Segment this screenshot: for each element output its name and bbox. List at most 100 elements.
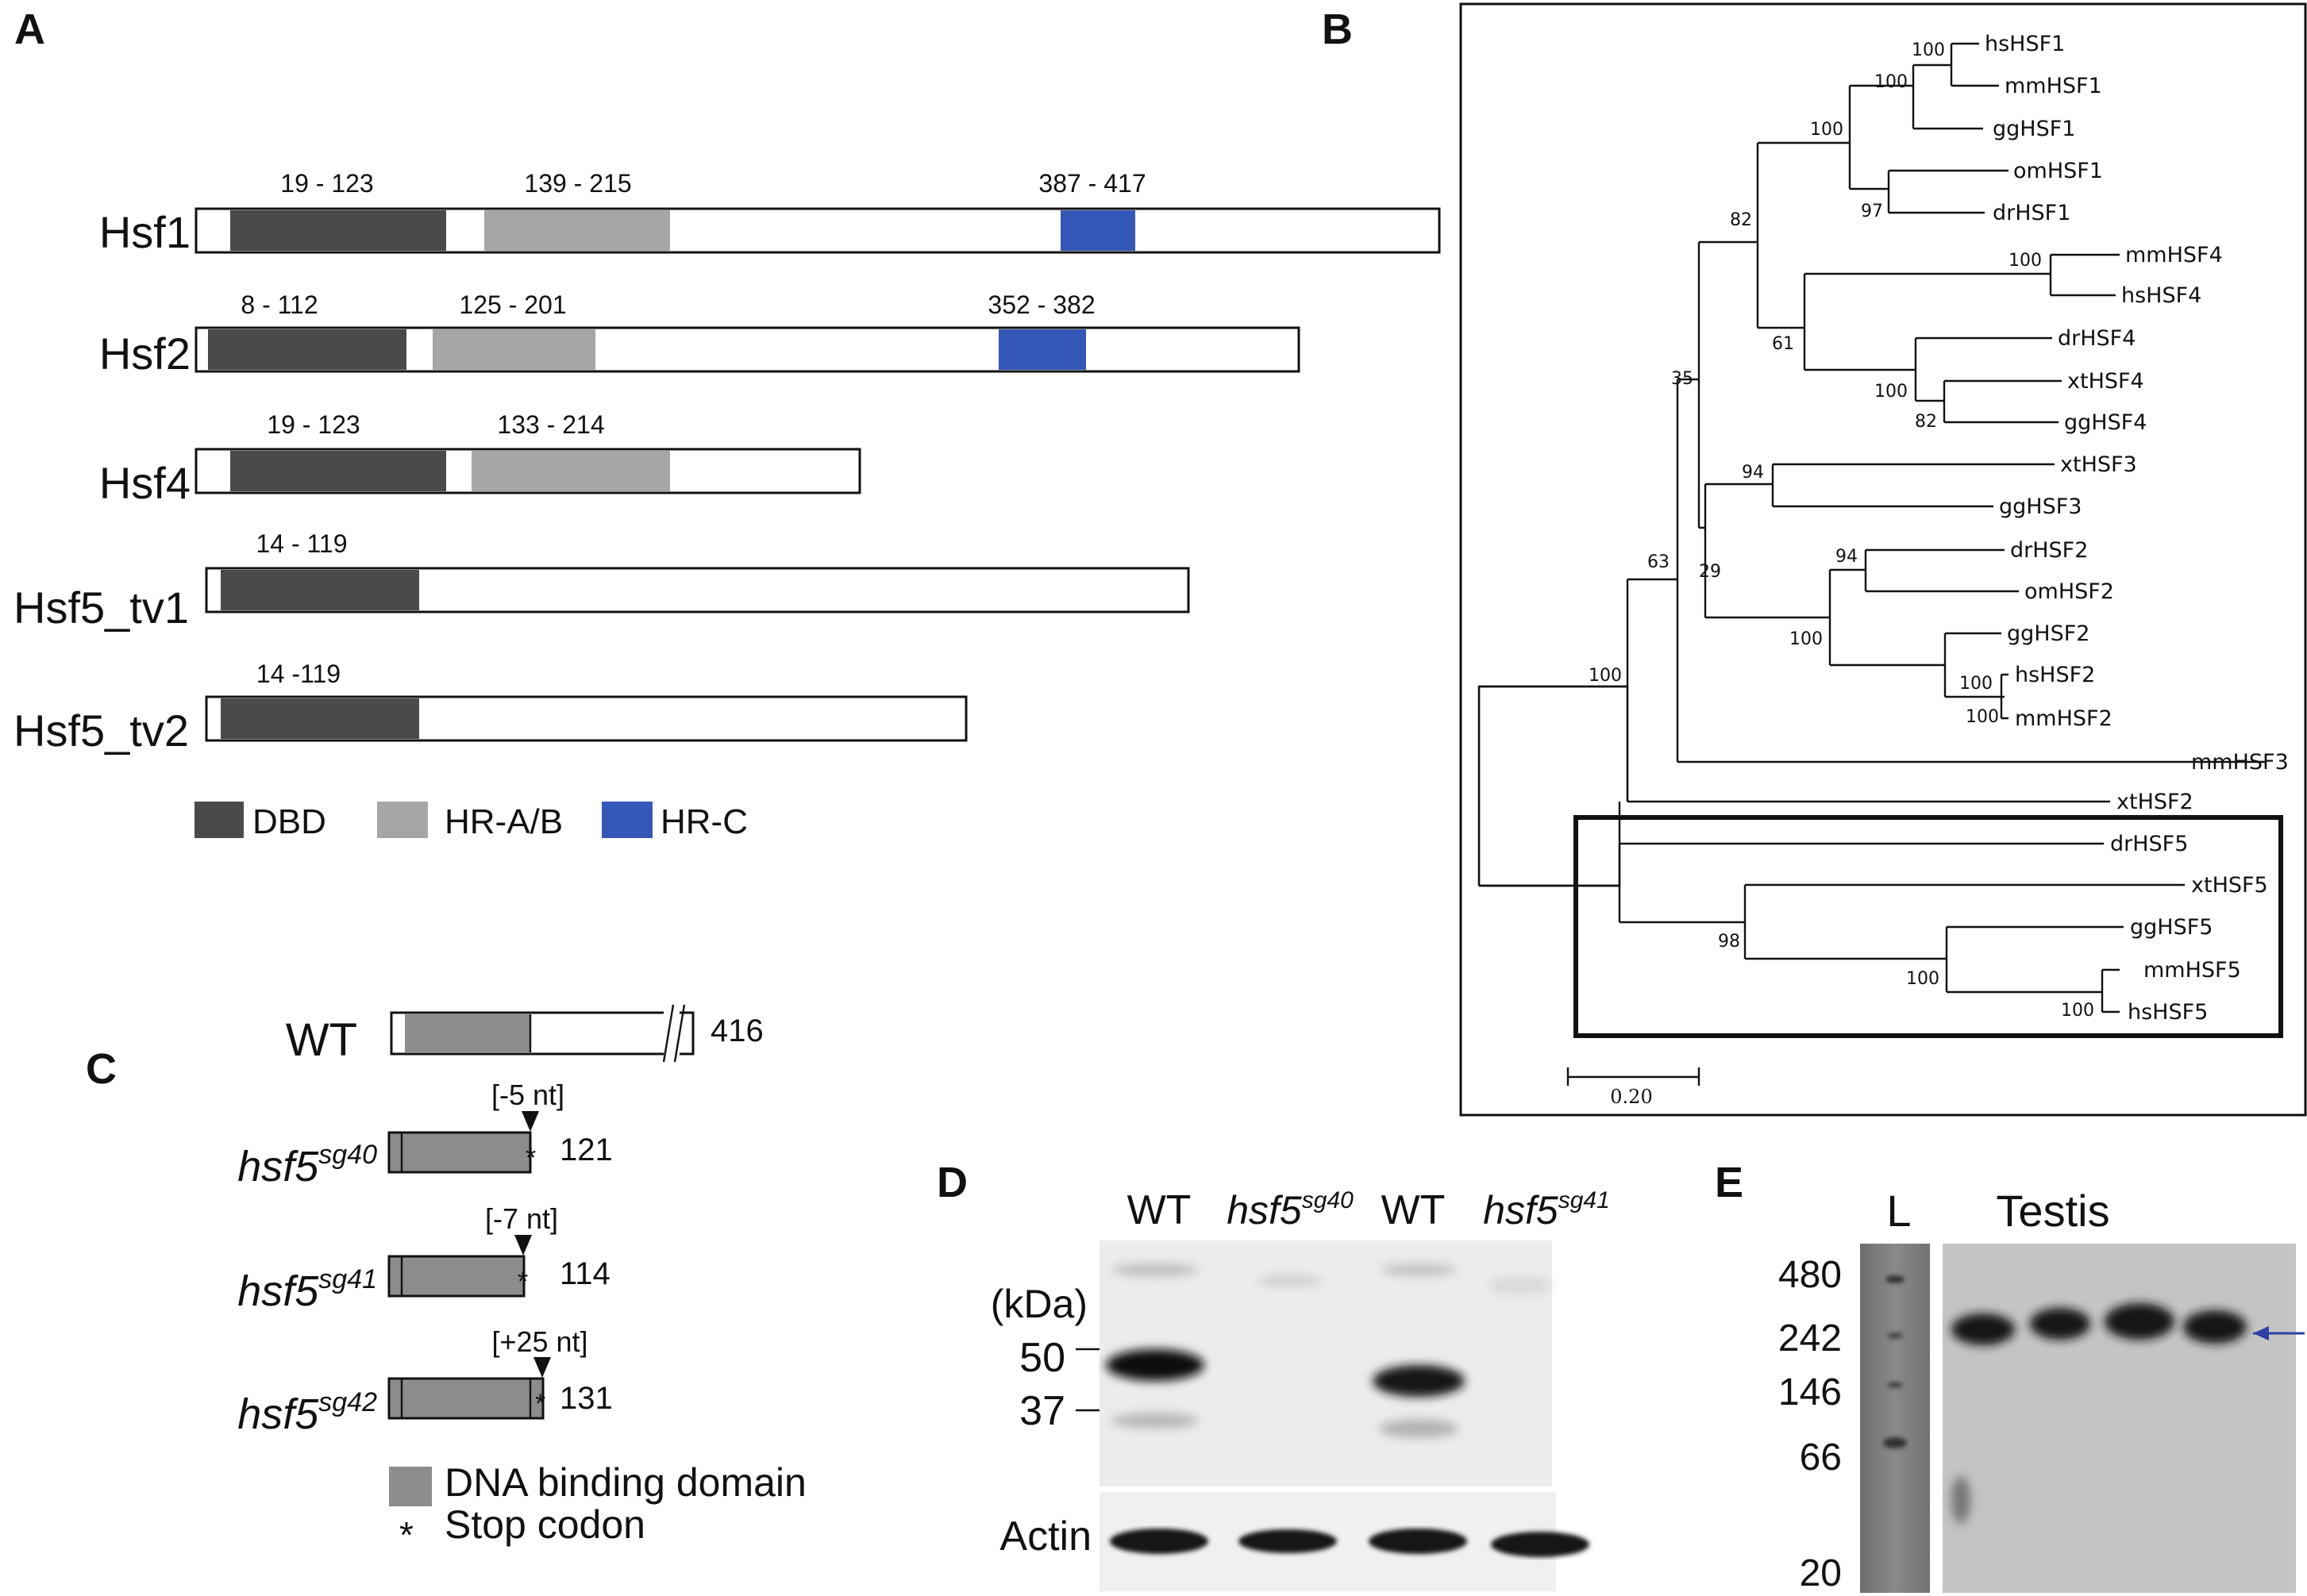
leaf-label: xtHSF5 xyxy=(2191,873,2268,898)
protein-name: Hsf5_tv2 xyxy=(13,706,189,756)
domain-range: 352 - 382 xyxy=(988,290,1095,319)
dbd-domain xyxy=(230,210,446,251)
bootstrap-value: 100 xyxy=(1959,674,1993,694)
domain-range: 14 - 119 xyxy=(256,529,347,558)
construct-bar xyxy=(387,1377,545,1420)
legend-label-hr-c: HR-C xyxy=(661,802,748,841)
bootstrap-value: 94 xyxy=(1742,463,1764,483)
bootstrap-value: 100 xyxy=(1810,120,1843,140)
protein-hsf4: Hsf4 19 - 123 133 - 214 xyxy=(99,410,861,508)
bootstrap-values: 100 100 100 97 82 100 61 100 82 35 94 94… xyxy=(1589,40,2094,1021)
construct-length: 121 xyxy=(560,1133,613,1167)
construct-wt: WT 416 xyxy=(286,1004,764,1066)
leaf-label: drHSF5 xyxy=(2110,832,2188,856)
construct-label: WT xyxy=(286,1014,357,1066)
panel-label-c: C xyxy=(86,1045,117,1093)
leaf-label: mmHSF3 xyxy=(2191,750,2289,775)
leaf-label: hsHSF4 xyxy=(2121,283,2201,308)
tree-leaves: hsHSF1 mmHSF1 ggHSF1 omHSF1 drHSF1 mmHSF… xyxy=(1985,32,2289,1025)
panel-c: WT 416 hsf5sg40 [-5 nt] * 121 hsf5sg41 [… xyxy=(237,1004,807,1556)
panel-b: hsHSF1 mmHSF1 ggHSF1 omHSF1 drHSF1 mmHSF… xyxy=(1459,2,2307,1117)
bootstrap-value: 98 xyxy=(1718,932,1740,952)
bootstrap-value: 100 xyxy=(1789,629,1823,649)
marker-50: 50 xyxy=(1019,1335,1065,1381)
bootstrap-value: 100 xyxy=(1966,707,1999,727)
scale-bar: 0.20 xyxy=(1566,1067,1700,1108)
bootstrap-value: 35 xyxy=(1671,369,1693,389)
bootstrap-value: 100 xyxy=(2009,251,2042,271)
leaf-label: mmHSF5 xyxy=(2143,958,2241,983)
legend-label-hr-ab: HR-A/B xyxy=(445,802,563,841)
panel-label-e: E xyxy=(1715,1159,1743,1206)
domain-range: 19 - 123 xyxy=(280,169,373,198)
tree-branches xyxy=(1477,42,2267,1013)
bootstrap-value: 63 xyxy=(1647,552,1670,572)
panel-d: WT hsf5sg40 WT hsf5sg41 (kDa) 50 37 Acti… xyxy=(991,1187,1610,1591)
protein-name: Hsf2 xyxy=(99,329,191,379)
protein-hsf1: Hsf1 19 - 123 139 - 215 387 - 417 xyxy=(99,169,1441,257)
construct-hsf5-sg42: hsf5sg42 [+25 nt] * 131 xyxy=(237,1325,613,1438)
marker-20: 20 xyxy=(1800,1552,1842,1594)
hsf5-clade-box xyxy=(1573,815,2283,1038)
protein-name: Hsf4 xyxy=(99,458,191,508)
panel-a: Hsf1 19 - 123 139 - 215 387 - 417 Hsf2 8… xyxy=(13,169,1441,841)
leaf-label: omHSF1 xyxy=(2013,159,2103,183)
stop-codon-mark: * xyxy=(526,1143,536,1173)
bootstrap-value: 100 xyxy=(1912,40,1945,60)
protein-hsf5-tv1: Hsf5_tv1 14 - 119 xyxy=(13,529,1190,633)
leaf-label: ggHSF5 xyxy=(2130,915,2213,940)
construct-label: hsf5sg42 xyxy=(237,1387,377,1438)
hr-c-domain xyxy=(999,329,1086,370)
legend-a: DBD HR-A/B HR-C xyxy=(194,802,748,841)
bootstrap-value: 61 xyxy=(1772,334,1794,354)
dna-binding-domain xyxy=(405,1014,530,1052)
construct-bar xyxy=(387,1255,526,1298)
stop-codon-mark: * xyxy=(535,1389,545,1419)
leaf-label: hsHSF2 xyxy=(2015,663,2095,687)
marker-66: 66 xyxy=(1800,1436,1842,1479)
mutation-label: [+25 nt] xyxy=(491,1325,587,1358)
bootstrap-value: 100 xyxy=(1874,72,1908,92)
leaf-label: xtHSF2 xyxy=(2116,790,2193,814)
leaf-label: ggHSF4 xyxy=(2064,410,2147,435)
legend-swatch-dbd xyxy=(194,802,244,838)
construct-label: hsf5sg40 xyxy=(237,1140,377,1190)
domain-range: 125 - 201 xyxy=(459,290,566,319)
leaf-label: mmHSF1 xyxy=(2005,74,2102,98)
bootstrap-value: 100 xyxy=(1906,969,1939,989)
leaf-label: drHSF2 xyxy=(2010,538,2088,563)
lane-label: hsf5sg41 xyxy=(1483,1187,1610,1233)
dbd-domain xyxy=(208,329,406,370)
domain-range: 8 - 112 xyxy=(241,290,318,319)
legend-swatch-hr-ab xyxy=(377,802,428,838)
marker-37: 37 xyxy=(1019,1388,1065,1434)
construct-bar xyxy=(387,1131,532,1174)
dbd-domain xyxy=(221,698,419,739)
sample-label: Testis xyxy=(1996,1186,2109,1236)
scale-bar-label: 0.20 xyxy=(1610,1086,1652,1108)
mutation-label: [-5 nt] xyxy=(491,1079,564,1111)
leaf-label: xtHSF3 xyxy=(2060,452,2137,477)
leaf-label: ggHSF1 xyxy=(1993,117,2075,141)
lane-label: WT xyxy=(1127,1187,1192,1233)
legend-swatch-dna-binding-domain xyxy=(389,1467,432,1506)
panel-label-d: D xyxy=(937,1159,968,1206)
mutation-arrowhead xyxy=(533,1357,551,1378)
leaf-label: omHSF2 xyxy=(2024,579,2114,604)
legend-star: * xyxy=(399,1514,414,1556)
bootstrap-value: 100 xyxy=(1874,382,1908,402)
hr-ab-domain xyxy=(484,210,670,251)
ladder-label: L xyxy=(1886,1186,1911,1236)
construct-hsf5-sg40: hsf5sg40 [-5 nt] * 121 xyxy=(237,1079,613,1190)
protein-name: Hsf5_tv1 xyxy=(13,583,189,633)
mutation-arrowhead xyxy=(522,1111,539,1132)
bootstrap-value: 82 xyxy=(1915,412,1937,432)
actin-label: Actin xyxy=(999,1513,1092,1559)
domain-range: 133 - 214 xyxy=(497,410,604,439)
lane-label: WT xyxy=(1381,1187,1446,1233)
band-arrow xyxy=(2253,1326,2305,1340)
actin-blot xyxy=(1100,1492,1589,1591)
bootstrap-value: 100 xyxy=(1589,666,1622,686)
panel-e: L Testis 480 242 146 66 20 xyxy=(1778,1186,2305,1594)
